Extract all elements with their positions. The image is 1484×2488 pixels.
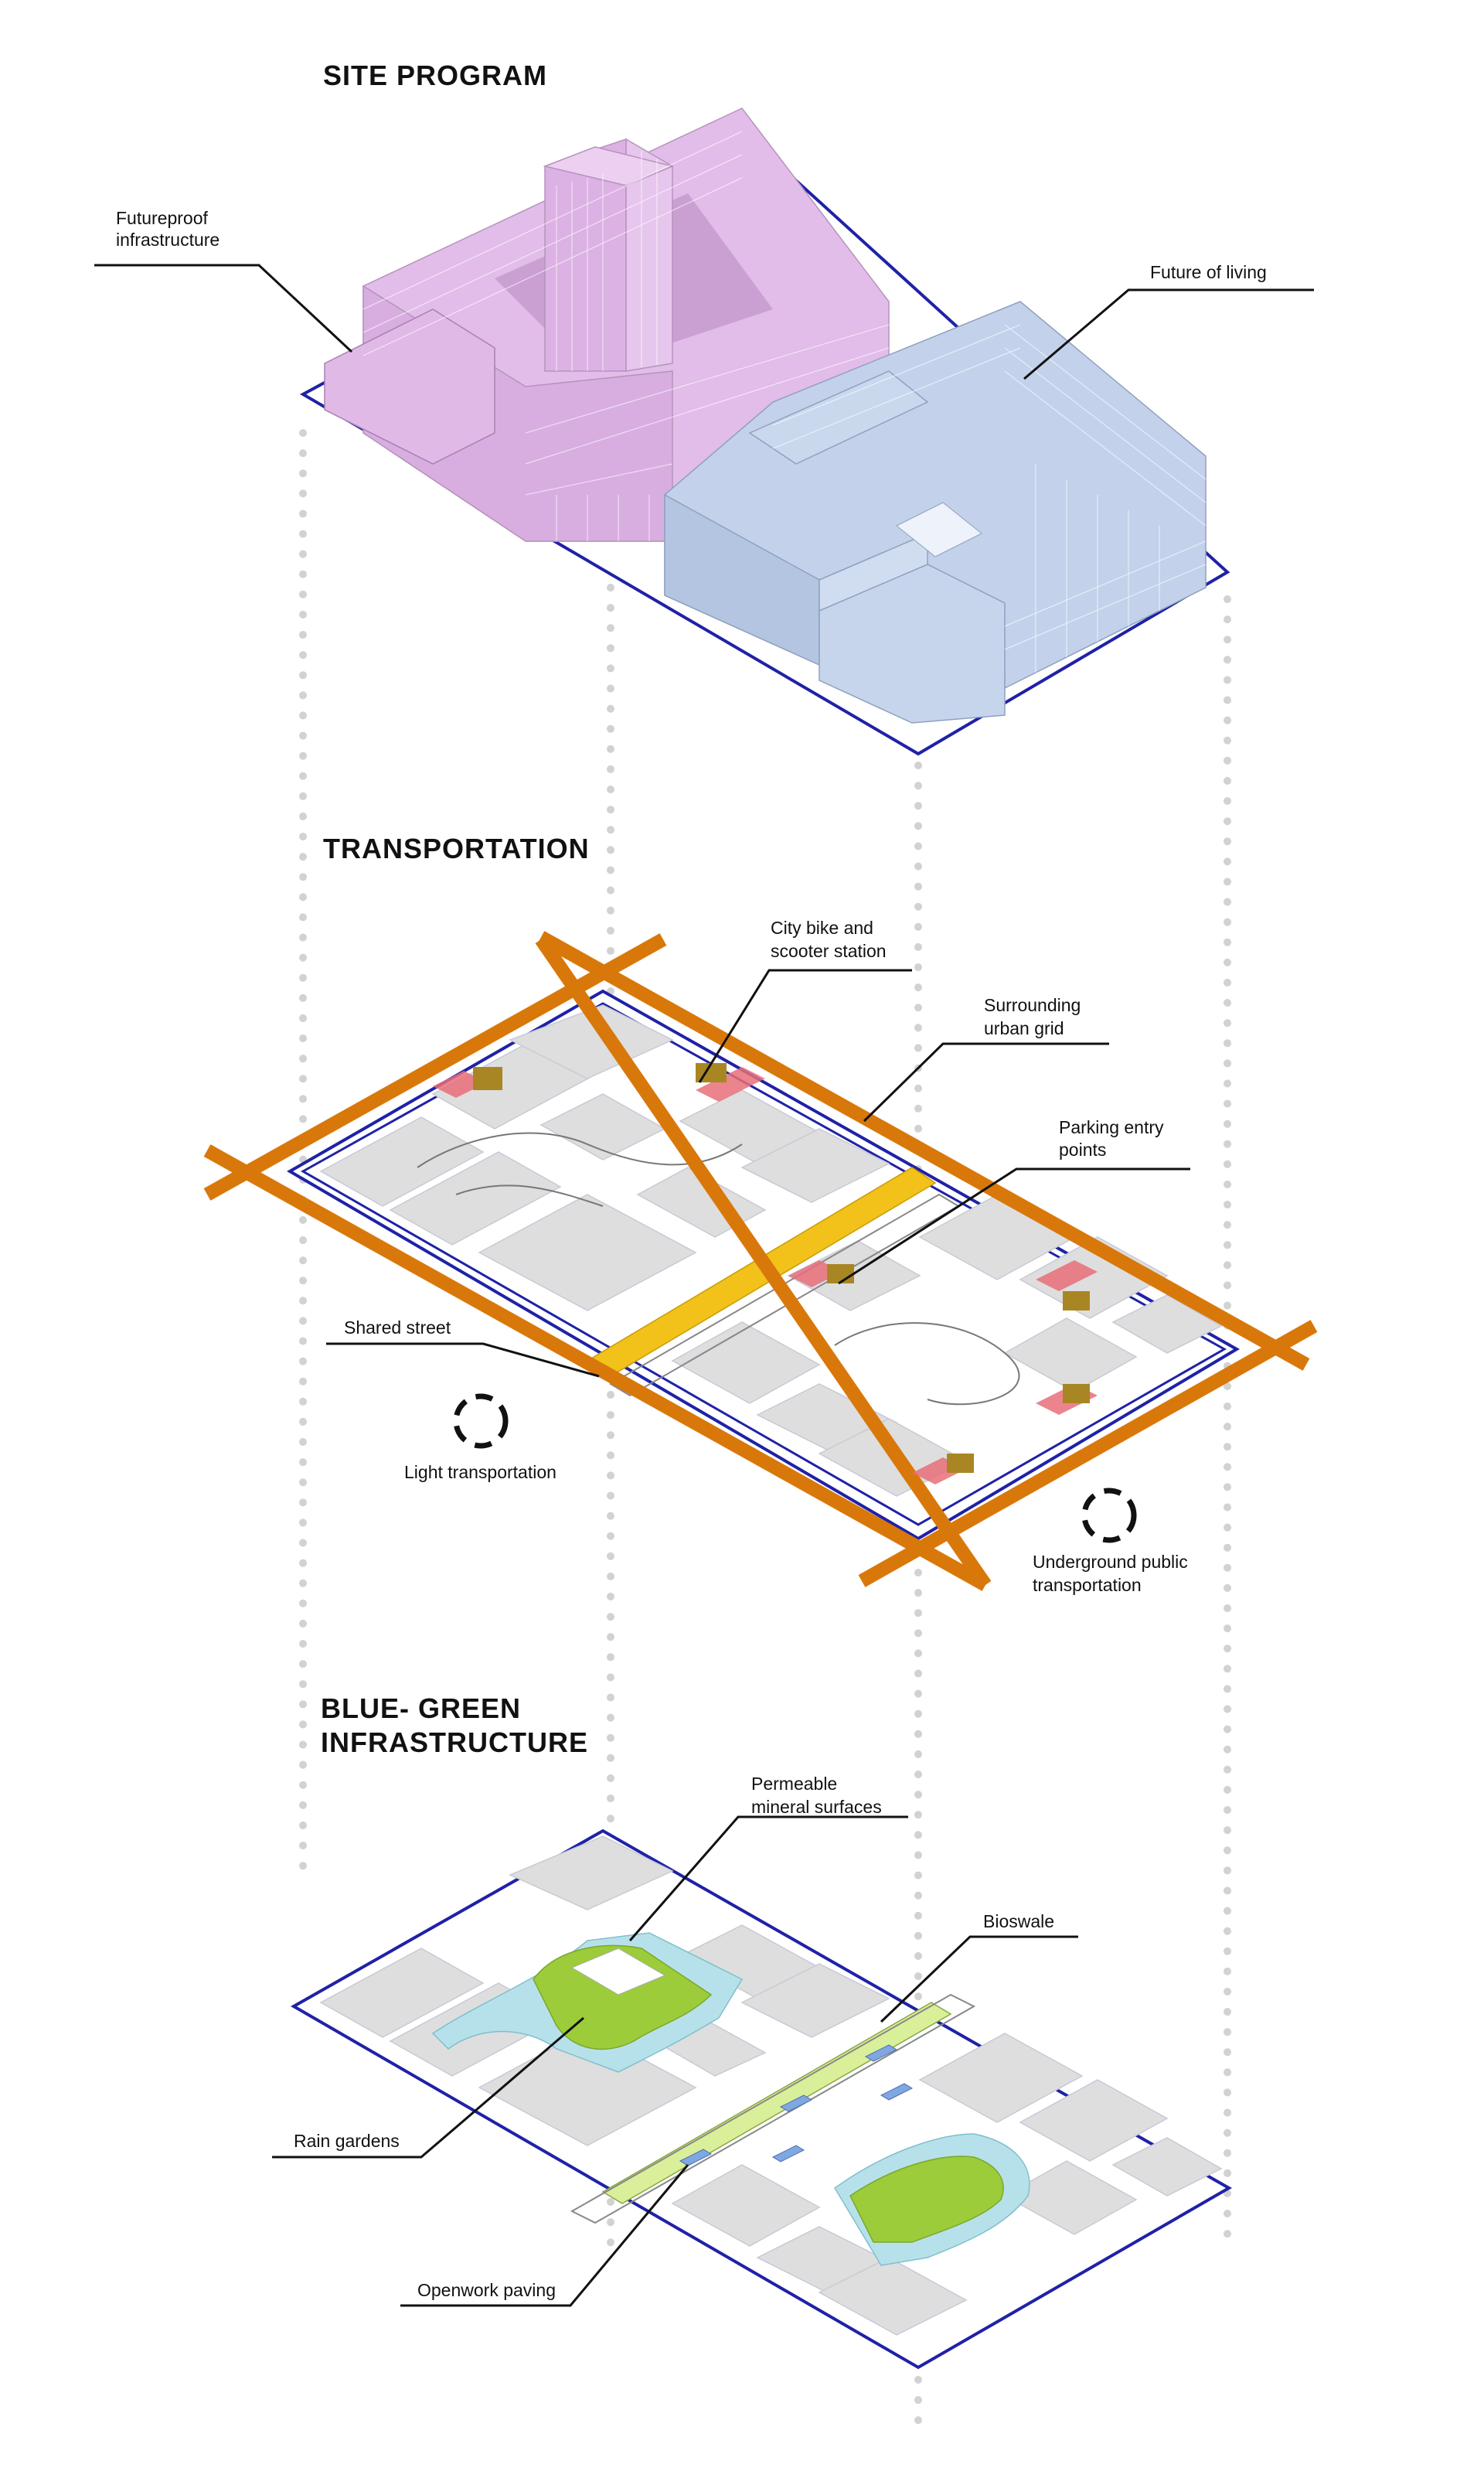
light-label: Light transportation — [404, 1462, 556, 1482]
grid-label: Surrounding urban grid — [984, 995, 1086, 1038]
urban-grid-road-ne — [537, 931, 1310, 1371]
openwork-leader — [400, 2164, 689, 2307]
openwork-label: Openwork paving — [417, 2280, 556, 2300]
rain-label: Rain gardens — [294, 2131, 400, 2151]
transportation-section: TRANSPORTATION — [203, 833, 1318, 1595]
light-transport-icon — [453, 1393, 509, 1449]
site-program-title: SITE PROGRAM — [323, 60, 547, 91]
rain-garden-east — [849, 2156, 1004, 2243]
blue-green-section: BLUE- GREEN INFRASTRUCTURE — [272, 1692, 1233, 2370]
transportation-title: TRANSPORTATION — [323, 833, 590, 864]
openwork-paving-tiles — [679, 2044, 914, 2166]
site-program-section: SITE PROGRAM — [94, 60, 1314, 756]
bike-label: City bike and scooter station — [771, 918, 887, 961]
blue-green-plot-outline — [290, 1829, 1233, 2370]
blue-green-title: BLUE- GREEN INFRASTRUCTURE — [321, 1692, 588, 1758]
bioswale-leader — [880, 1935, 1078, 2023]
permeable-leader — [628, 1815, 908, 1941]
grid-leader — [863, 1042, 1109, 1123]
bioswale — [601, 2002, 952, 2204]
futureproof-leader — [94, 264, 353, 353]
parking-leader — [838, 1167, 1190, 1285]
bioswale-label: Bioswale — [983, 1911, 1054, 1931]
futureproof-label: Futureproof infrastructure — [116, 208, 220, 250]
plaza-west — [570, 1948, 666, 1996]
blue-building — [664, 301, 1207, 724]
permeable-label: Permeable mineral surfaces — [751, 1774, 882, 1817]
underground-transport-icon — [1081, 1488, 1137, 1543]
future-living-label: Future of living — [1150, 262, 1267, 282]
future-living-leader — [1023, 288, 1314, 380]
underground-label: Underground public transportation — [1033, 1552, 1193, 1595]
surrounding-urban-grid — [203, 933, 1318, 1591]
rain-leader — [272, 2016, 584, 2159]
shared-leader — [326, 1342, 600, 1378]
bike-leader — [698, 969, 912, 1083]
shared-label: Shared street — [344, 1317, 451, 1338]
parking-label: Parking entry points — [1059, 1117, 1169, 1160]
